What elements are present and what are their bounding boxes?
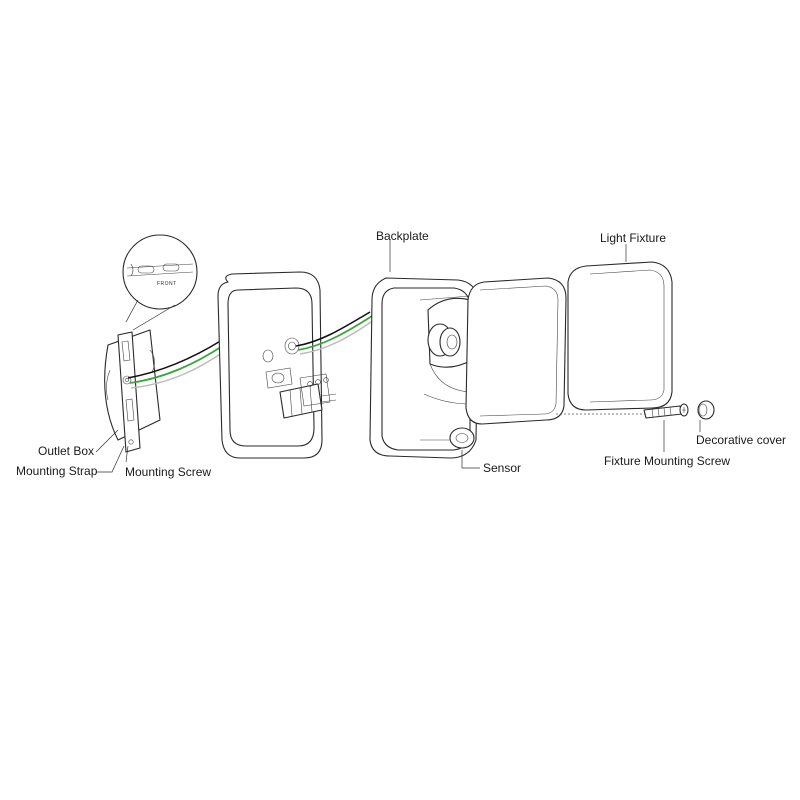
mounting-strap — [117, 331, 141, 453]
backplate — [369, 277, 479, 459]
label-mounting-screw: Mounting Screw — [125, 465, 211, 479]
decorative-cover — [697, 400, 715, 420]
label-sensor: Sensor — [483, 461, 521, 475]
label-outlet-box: Outlet Box — [38, 444, 94, 458]
light-fixture — [567, 261, 673, 411]
label-decorative-cover: Decorative cover — [696, 433, 786, 447]
fixture-mounting-screw — [643, 403, 689, 419]
mounting-screw — [128, 439, 134, 445]
lamp-head-rear — [465, 277, 567, 425]
fixture-wires — [295, 311, 375, 355]
strap-detail-inset: FRONT — [122, 234, 198, 331]
label-fixture-mounting-screw: Fixture Mounting Screw — [604, 454, 730, 468]
label-backplate: Backplate — [376, 229, 429, 243]
supply-wires — [127, 339, 227, 389]
label-mounting-strap: Mounting Strap — [16, 464, 98, 478]
inset-front-label: FRONT — [157, 281, 177, 287]
mounting-plate — [217, 271, 337, 459]
leader-lines — [95, 240, 701, 473]
outlet-box — [104, 329, 161, 453]
sensor-lens — [449, 427, 475, 449]
label-light-fixture: Light Fixture — [600, 231, 666, 245]
